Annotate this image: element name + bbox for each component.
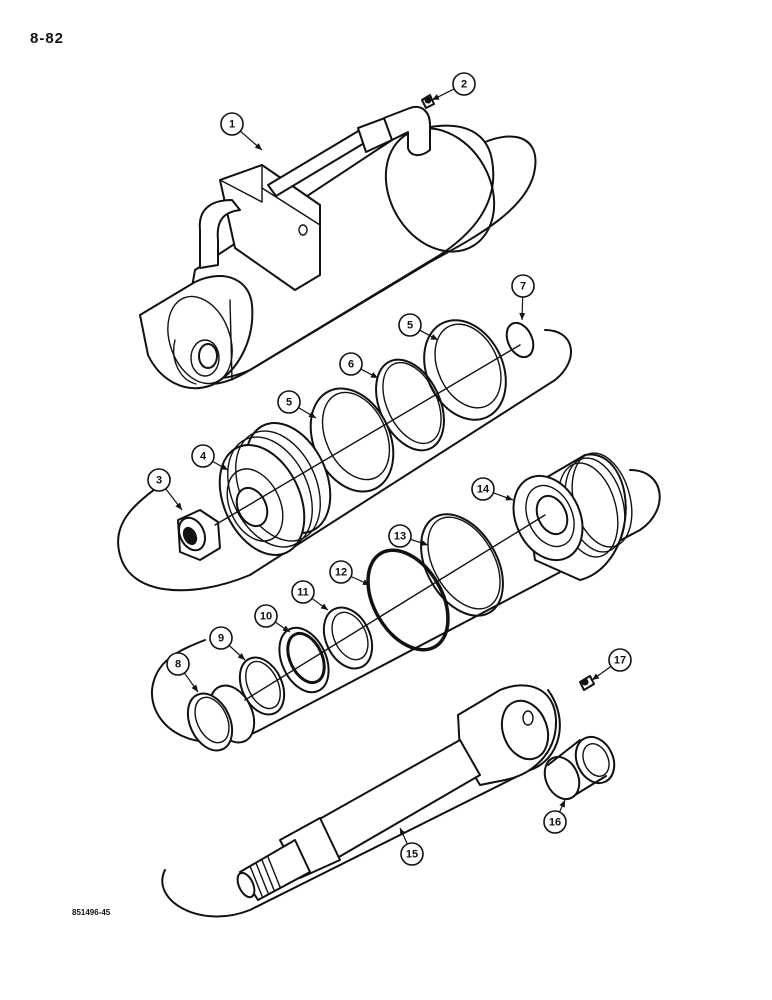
callout-arrowhead bbox=[175, 502, 182, 510]
callout-number: 6 bbox=[348, 359, 354, 371]
callout-1: 1 bbox=[220, 112, 263, 151]
rod-assembly-group bbox=[161, 675, 616, 918]
callout-arrowhead bbox=[282, 625, 290, 632]
nut-3 bbox=[177, 509, 221, 561]
callout-arrowhead bbox=[237, 653, 245, 660]
callout-number: 5 bbox=[407, 320, 413, 332]
wiper-8 bbox=[186, 684, 256, 752]
gland-14 bbox=[512, 452, 633, 581]
barrel-assembly-group bbox=[139, 106, 537, 390]
callout-15: 15 bbox=[399, 827, 424, 866]
callout-6: 6 bbox=[339, 352, 379, 379]
bleed-screw-2 bbox=[421, 94, 435, 109]
barrel-group-outline bbox=[197, 135, 537, 385]
callout-circle bbox=[452, 72, 476, 96]
callout-2: 2 bbox=[431, 72, 476, 101]
callout-circle bbox=[329, 560, 353, 584]
grease-fitting-17 bbox=[579, 675, 595, 691]
callout-number: 3 bbox=[156, 475, 162, 487]
callout-circle bbox=[511, 274, 535, 298]
callout-10: 10 bbox=[254, 604, 291, 633]
callout-number: 9 bbox=[218, 633, 224, 645]
callout-number: 5 bbox=[286, 397, 292, 409]
callout-4: 4 bbox=[191, 444, 229, 471]
callout-number: 11 bbox=[297, 587, 309, 599]
bushing-16 bbox=[543, 735, 616, 801]
callout-arrowhead bbox=[308, 411, 316, 418]
callout-arrowhead bbox=[592, 673, 600, 680]
callout-17: 17 bbox=[591, 648, 632, 681]
callout-11: 11 bbox=[291, 580, 329, 611]
callout-circle bbox=[291, 580, 315, 604]
callout-arrowhead bbox=[559, 800, 565, 808]
callout-12: 12 bbox=[329, 560, 371, 586]
gland-seal-group bbox=[150, 452, 661, 752]
elbow-fitting bbox=[383, 106, 431, 156]
callout-number: 15 bbox=[406, 849, 418, 861]
wear-ring-5a bbox=[423, 319, 507, 421]
callout-arrowhead bbox=[430, 334, 438, 340]
callout-circle bbox=[166, 652, 190, 676]
figure-id: 851496-45 bbox=[72, 908, 111, 917]
callout-5: 5 bbox=[277, 390, 317, 419]
callout-3: 3 bbox=[147, 468, 183, 511]
callout-number: 8 bbox=[175, 659, 181, 671]
callout-arrowhead bbox=[220, 463, 228, 470]
callout-circle bbox=[254, 604, 278, 628]
piston-group-outline bbox=[117, 329, 572, 592]
callout-number: 14 bbox=[477, 484, 490, 496]
callout-9: 9 bbox=[209, 626, 246, 661]
callout-8: 8 bbox=[166, 652, 199, 693]
callout-arrowhead bbox=[519, 312, 526, 320]
callout-arrowhead bbox=[362, 579, 370, 585]
callout-circle bbox=[147, 468, 171, 492]
callout-number: 17 bbox=[614, 655, 626, 667]
callout-14: 14 bbox=[471, 477, 514, 501]
callout-arrowhead bbox=[505, 494, 513, 501]
callout-circle bbox=[398, 313, 422, 337]
o-ring-7 bbox=[505, 321, 535, 359]
callout-number: 1 bbox=[229, 119, 235, 131]
callout-circle bbox=[209, 626, 233, 650]
callout-circle bbox=[400, 842, 424, 866]
callout-circle bbox=[191, 444, 215, 468]
callout-arrowhead bbox=[420, 540, 428, 546]
page-number: 8-82 bbox=[30, 30, 65, 47]
callout-arrowhead bbox=[400, 828, 406, 836]
callout-circle bbox=[339, 352, 363, 376]
rod-group-outline bbox=[161, 689, 561, 918]
callout-circle bbox=[220, 112, 244, 136]
gland-group-outline bbox=[150, 469, 661, 744]
callout-arrowhead bbox=[370, 372, 378, 378]
callout-16: 16 bbox=[543, 799, 567, 834]
callout-circle bbox=[608, 648, 632, 672]
callout-number: 16 bbox=[549, 817, 561, 829]
callout-circle bbox=[543, 810, 567, 834]
callout-arrowhead bbox=[320, 603, 328, 610]
callout-5: 5 bbox=[398, 313, 439, 341]
callout-number: 13 bbox=[394, 531, 406, 543]
callout-arrowhead bbox=[191, 684, 198, 692]
callout-circle bbox=[277, 390, 301, 414]
callout-arrowhead bbox=[254, 143, 262, 150]
callout-number: 4 bbox=[200, 451, 207, 463]
piston-seal-group bbox=[117, 319, 572, 592]
callout-circle bbox=[471, 477, 495, 501]
callout-arrowhead bbox=[432, 94, 440, 100]
callout-number: 2 bbox=[461, 79, 467, 91]
callout-number: 12 bbox=[335, 567, 347, 579]
callout-7: 7 bbox=[511, 274, 535, 321]
callout-13: 13 bbox=[388, 524, 429, 548]
callout-number: 7 bbox=[520, 281, 526, 293]
callout-circle bbox=[388, 524, 412, 548]
clevis-eye bbox=[139, 275, 254, 390]
callout-number: 10 bbox=[260, 611, 272, 623]
